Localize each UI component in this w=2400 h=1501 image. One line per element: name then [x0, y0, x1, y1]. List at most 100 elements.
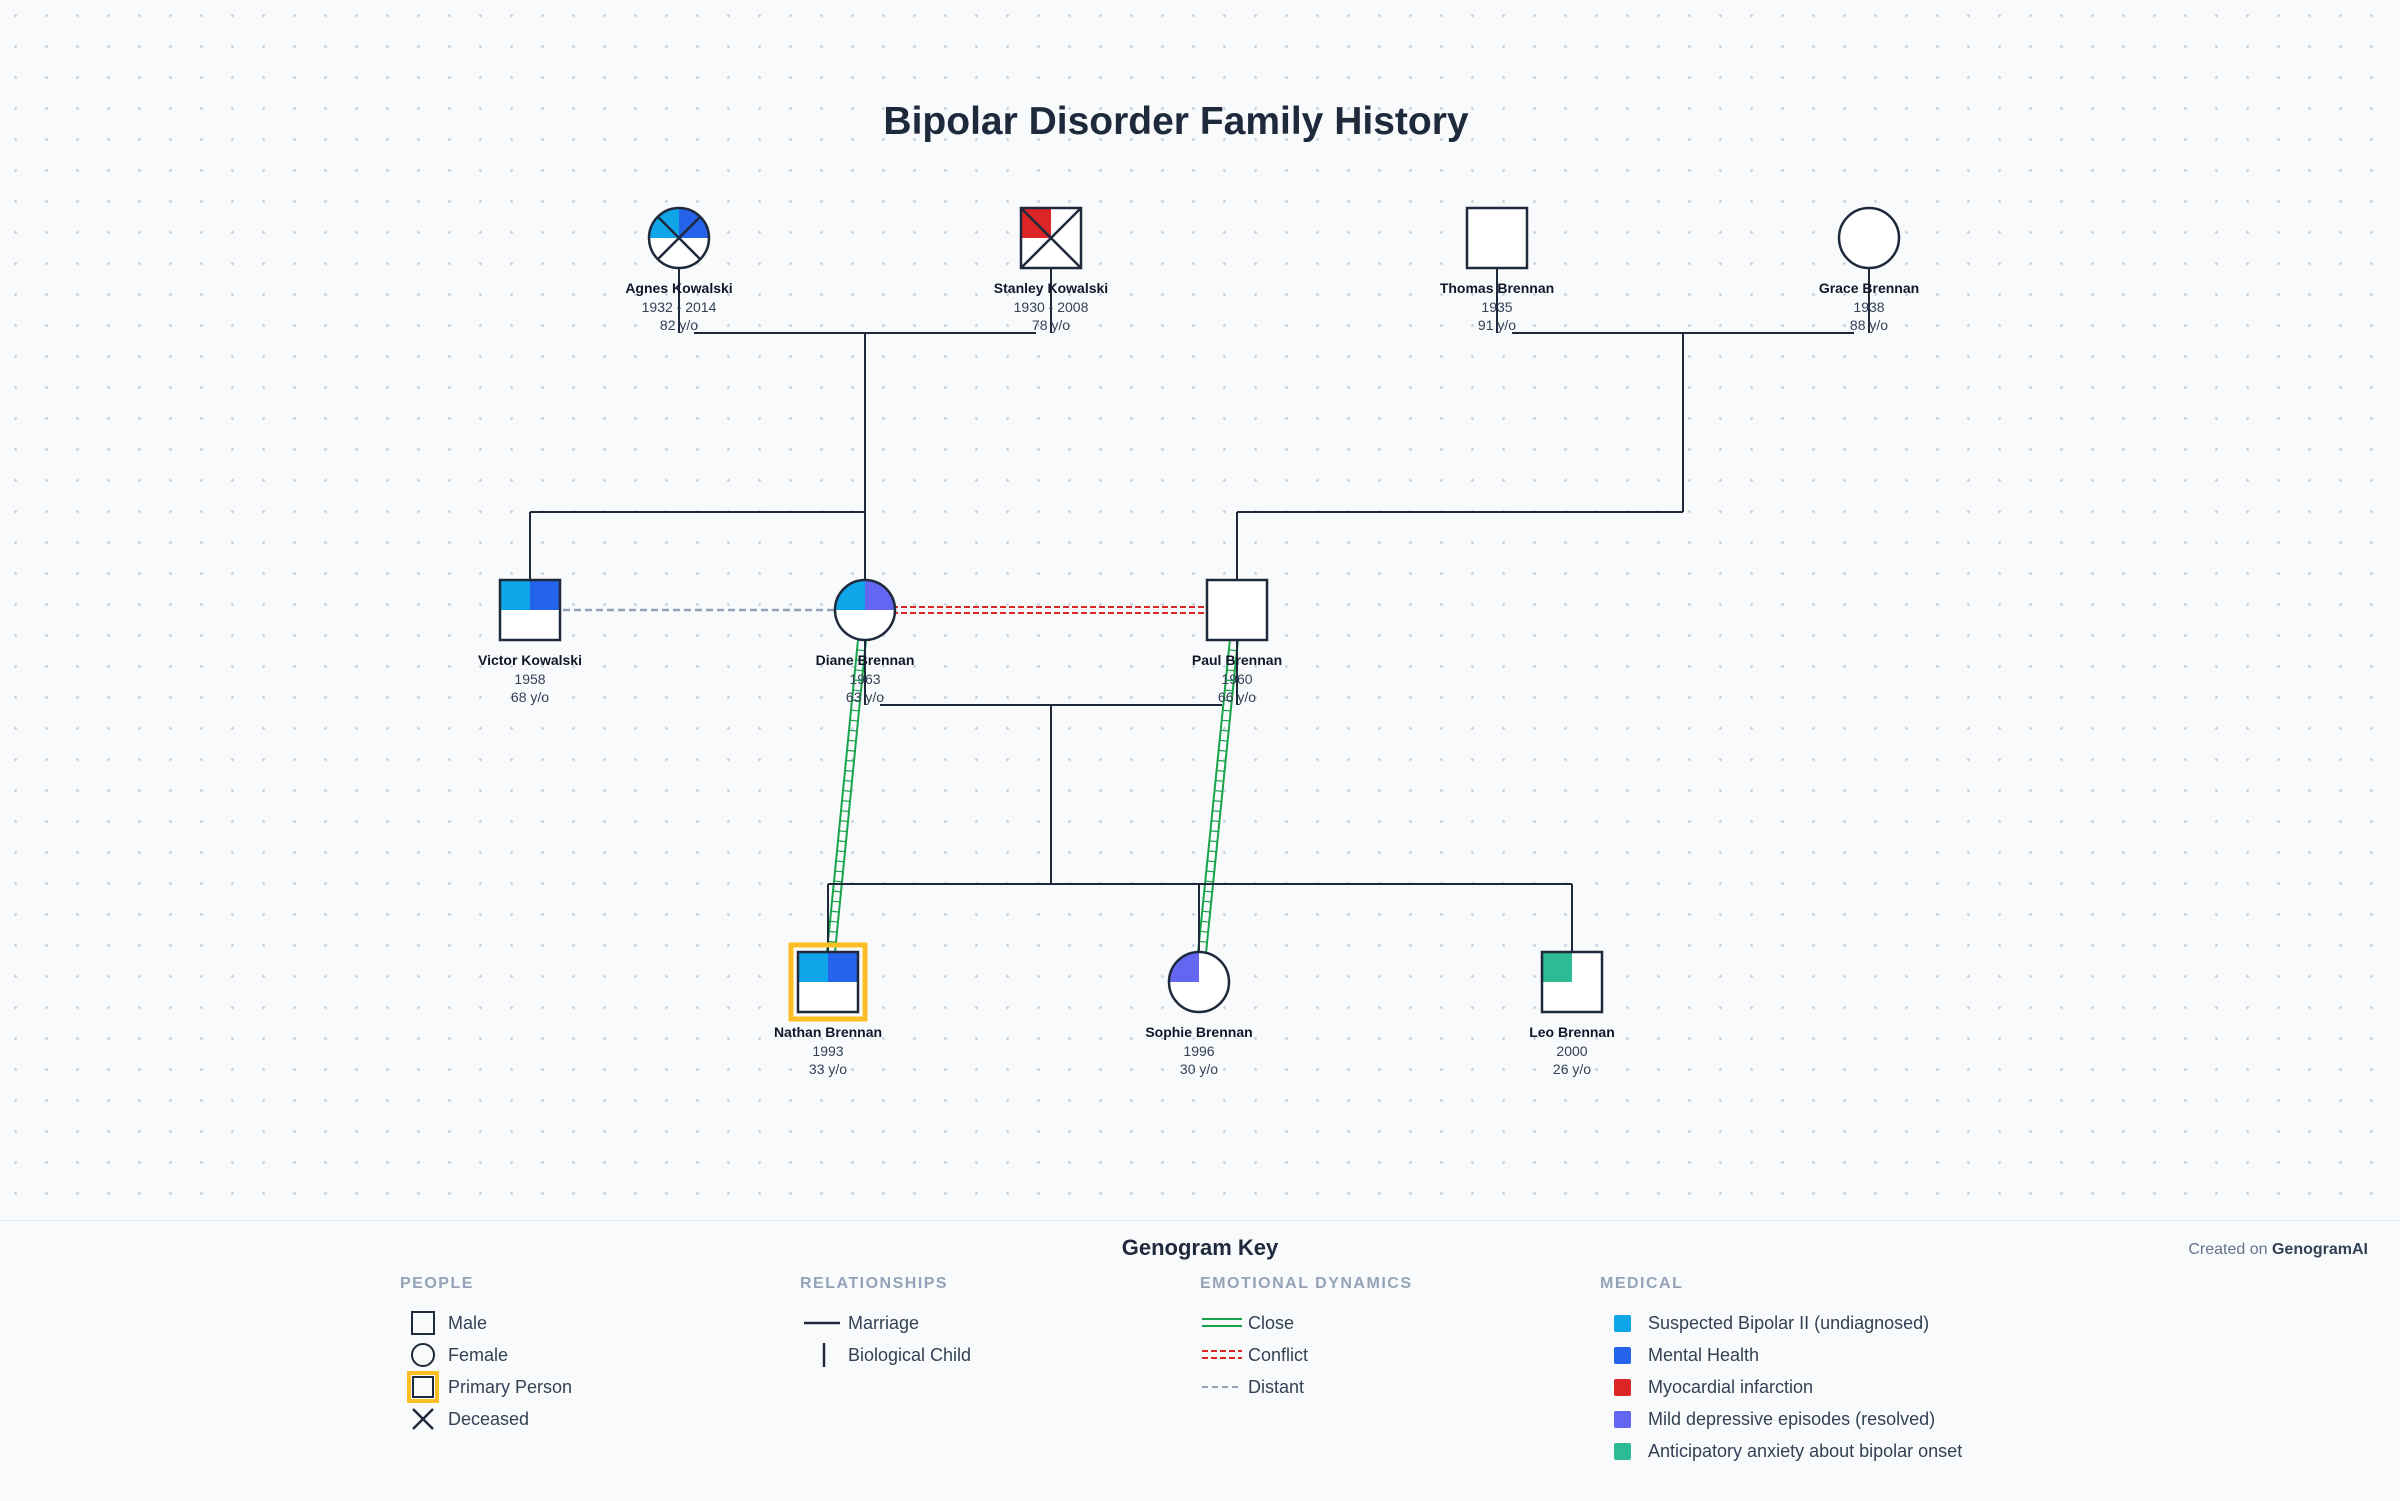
deceased-x-icon — [400, 1403, 448, 1435]
person-years: 1996 — [1183, 1043, 1214, 1059]
children-of-diane-paul[interactable] — [827, 705, 1573, 952]
person-years: 1963 — [849, 671, 880, 687]
key-label-female: Female — [448, 1344, 509, 1365]
key-relationships-heading: RELATIONSHIPS — [800, 1275, 949, 1292]
key-emotional-heading: EMOTIONAL DYNAMICS — [1200, 1275, 1413, 1292]
key-label-marriage: Marriage — [848, 1312, 920, 1333]
key-medical-column: MEDICAL Suspected Bipolar II (undiagnose… — [1600, 1275, 1962, 1467]
person-age: 91 y/o — [1478, 317, 1516, 333]
person-years: 1930 - 2008 — [1014, 299, 1089, 315]
key-label-child: Biological Child — [848, 1344, 972, 1365]
person-age: 26 y/o — [1553, 1061, 1591, 1077]
person-years: 1960 — [1221, 671, 1252, 687]
marriage-agnes-stanley[interactable] — [678, 268, 1052, 334]
key-row-medical: Suspected Bipolar II (undiagnosed) — [1600, 1307, 1962, 1339]
key-label-medical: Mental Health — [1648, 1344, 1760, 1365]
children-of-thomas-grace[interactable] — [1236, 333, 1684, 580]
person-age: 30 y/o — [1180, 1061, 1218, 1077]
key-row-female: Female — [400, 1339, 572, 1371]
person-nathan[interactable]: Nathan Brennan 1993 33 y/o — [774, 942, 882, 1077]
key-label-male: Male — [448, 1312, 488, 1333]
key-row-distant: Distant — [1200, 1371, 1412, 1403]
person-age: 63 y/o — [846, 689, 884, 705]
person-name: Diane Brennan — [816, 652, 915, 668]
person-years: 1935 — [1481, 299, 1512, 315]
key-label-primary: Primary Person — [448, 1376, 573, 1397]
person-name: Nathan Brennan — [774, 1024, 882, 1040]
emotional-close-paul-sophie[interactable] — [1194, 609, 1242, 983]
close-line-icon — [1200, 1307, 1248, 1339]
emotional-conflict-diane-paul[interactable] — [865, 606, 1237, 614]
emotional-lines — [530, 606, 1242, 983]
marriage-diane-paul[interactable] — [864, 640, 1238, 706]
person-name: Victor Kowalski — [478, 652, 582, 668]
key-row-marriage: Marriage — [800, 1307, 971, 1339]
person-years: 1932 - 2014 — [642, 299, 717, 315]
primary-highlight — [788, 942, 868, 1022]
person-name: Agnes Kowalski — [625, 280, 732, 296]
person-agnes[interactable]: Agnes Kowalski 1932 - 2014 82 y/o — [625, 206, 733, 333]
key-row-conflict: Conflict — [1200, 1339, 1412, 1371]
genogram-canvas: Bipolar Disorder Family History Agnes Ko… — [478, 100, 1919, 1077]
person-diane[interactable]: Diane Brennan 1963 63 y/o — [816, 578, 915, 705]
person-leo[interactable]: Leo Brennan 2000 26 y/o — [1529, 950, 1615, 1077]
key-row-primary: Primary Person — [400, 1371, 572, 1403]
person-years: 1938 — [1853, 299, 1884, 315]
key-row-deceased: Deceased — [400, 1403, 572, 1435]
person-years: 2000 — [1556, 1043, 1587, 1059]
key-emotional-column: EMOTIONAL DYNAMICS Close Conflict Distan… — [1200, 1275, 1412, 1403]
key-label-medical: Mild depressive episodes (resolved) — [1648, 1408, 1936, 1429]
person-age: 33 y/o — [809, 1061, 847, 1077]
genogram-key: Genogram Key Created on GenogramAI PEOPL… — [0, 1220, 2400, 1501]
person-name: Leo Brennan — [1529, 1024, 1615, 1040]
key-people-column: PEOPLE Male Female Primary Person Deceas… — [400, 1275, 572, 1435]
key-people-heading: PEOPLE — [400, 1275, 474, 1292]
key-label-conflict: Conflict — [1248, 1344, 1309, 1365]
key-row-medical: Mild depressive episodes (resolved) — [1600, 1403, 1962, 1435]
key-label-deceased: Deceased — [448, 1408, 530, 1429]
key-row-medical: Anticipatory anxiety about bipolar onset — [1600, 1435, 1962, 1467]
condition-swatch-icon — [1600, 1435, 1648, 1467]
key-label-medical: Suspected Bipolar II (undiagnosed) — [1648, 1312, 1930, 1333]
key-row-close: Close — [1200, 1307, 1412, 1339]
person-name: Grace Brennan — [1819, 280, 1919, 296]
person-thomas[interactable]: Thomas Brennan 1935 91 y/o — [1440, 206, 1554, 333]
key-medical-list: Suspected Bipolar II (undiagnosed) Mental… — [1600, 1307, 1962, 1467]
key-label-medical: Anticipatory anxiety about bipolar onset — [1648, 1440, 1963, 1461]
female-circle-icon — [400, 1339, 448, 1371]
created-credit: Created on GenogramAI — [2188, 1241, 2368, 1259]
key-label-close: Close — [1248, 1312, 1295, 1333]
person-years: 1993 — [812, 1043, 843, 1059]
male-square-icon — [400, 1307, 448, 1339]
condition-swatch-icon — [1600, 1307, 1648, 1339]
page-title: Bipolar Disorder Family History — [883, 100, 1468, 143]
marriage-line-icon — [800, 1307, 848, 1339]
condition-swatch-icon — [1600, 1403, 1648, 1435]
marriage-thomas-grace[interactable] — [1496, 268, 1870, 334]
key-medical-heading: MEDICAL — [1600, 1275, 1684, 1292]
key-relationships-column: RELATIONSHIPS Marriage Biological Child — [800, 1275, 971, 1371]
relationship-lines — [529, 268, 1870, 952]
created-brand[interactable]: GenogramAI — [2271, 1241, 2368, 1258]
condition-swatch-icon — [1600, 1339, 1648, 1371]
key-row-medical: Mental Health — [1600, 1339, 1962, 1371]
person-age: 82 y/o — [660, 317, 698, 333]
distant-line-icon — [1200, 1371, 1248, 1403]
person-name: Thomas Brennan — [1440, 280, 1554, 296]
person-stanley[interactable]: Stanley Kowalski 1930 - 2008 78 y/o — [994, 206, 1108, 333]
created-prefix: Created on — [2188, 1241, 2268, 1258]
person-age: 78 y/o — [1032, 317, 1070, 333]
child-line-icon — [800, 1339, 848, 1371]
person-age: 66 y/o — [1218, 689, 1256, 705]
key-title: Genogram Key — [1121, 1235, 1279, 1260]
person-name: Stanley Kowalski — [994, 280, 1108, 296]
key-label-medical: Myocardial infarction — [1648, 1376, 1814, 1397]
person-nodes: Agnes Kowalski 1932 - 2014 82 y/o Stanley K… — [478, 206, 1919, 1077]
children-of-agnes-stanley[interactable] — [529, 333, 866, 580]
conflict-line-icon — [1200, 1339, 1248, 1371]
condition-swatch-icon — [1600, 1371, 1648, 1403]
